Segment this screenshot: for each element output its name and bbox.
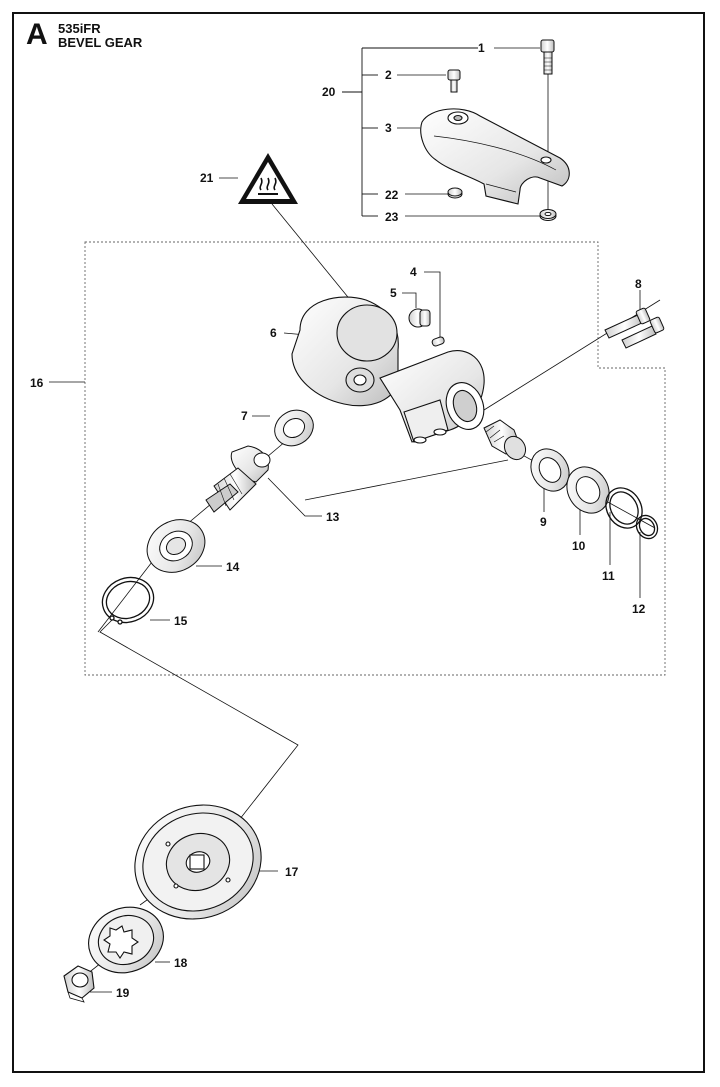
part-7-bearing: [274, 409, 314, 447]
drawing-frame: [12, 12, 705, 1073]
part-11-ring: [605, 487, 643, 529]
part-3-bracket: [420, 108, 570, 205]
callout-13: 13: [326, 510, 340, 524]
part-19-nut: [63, 965, 95, 1003]
callout-9: 9: [540, 515, 547, 529]
diagram-title: BEVEL GEAR: [58, 35, 143, 50]
callout-1: 1: [478, 41, 485, 55]
callout-labels: 1 2 3 4 5 6 7 8 9 10 11 12 13 14 15 16 1…: [30, 41, 646, 1000]
part-12-snap-ring: [635, 514, 659, 540]
callout-17: 17: [285, 865, 299, 879]
part-13-bevel-gear-shaft: [205, 419, 527, 513]
callout-22: 22: [385, 188, 399, 202]
assembly-16-boundary: [84, 241, 666, 676]
callout-3: 3: [385, 121, 392, 135]
section-letter: A: [26, 18, 48, 51]
part-2-screw: [447, 69, 461, 93]
callout-18: 18: [174, 956, 188, 970]
callout-19: 19: [116, 986, 130, 1000]
part-10-bearing: [566, 466, 610, 514]
callout-2: 2: [385, 68, 392, 82]
callout-10: 10: [572, 539, 586, 553]
part-6-gear-housing: [291, 296, 485, 444]
callout-4: 4: [410, 265, 417, 279]
part-22-nut: [447, 187, 463, 199]
callout-12: 12: [632, 602, 646, 616]
callout-21: 21: [200, 171, 214, 185]
callout-6: 6: [270, 326, 277, 340]
part-14-bearing: [146, 519, 206, 573]
model-name: 535iFR: [58, 21, 101, 36]
part-17-support-cup: [134, 804, 262, 920]
callout-20: 20: [322, 85, 336, 99]
callout-23: 23: [385, 210, 399, 224]
part-15-circlip: [101, 576, 155, 625]
part-8-bolts: [604, 307, 665, 349]
part-23-nut: [539, 209, 557, 221]
callout-7: 7: [241, 409, 248, 423]
part-4-pin: [431, 336, 445, 347]
part-9-bearing: [530, 448, 570, 492]
part-1-screw: [540, 39, 555, 75]
callout-8: 8: [635, 277, 642, 291]
callout-11: 11: [602, 569, 615, 583]
part-5-plug: [408, 308, 431, 328]
callout-16: 16: [30, 376, 44, 390]
hot-surface-warning-icon: [238, 153, 298, 204]
part-18-thrust-washer: [88, 906, 164, 974]
callout-14: 14: [226, 560, 240, 574]
bracket-20: [342, 47, 478, 217]
callout-5: 5: [390, 286, 397, 300]
callout-15: 15: [174, 614, 188, 628]
